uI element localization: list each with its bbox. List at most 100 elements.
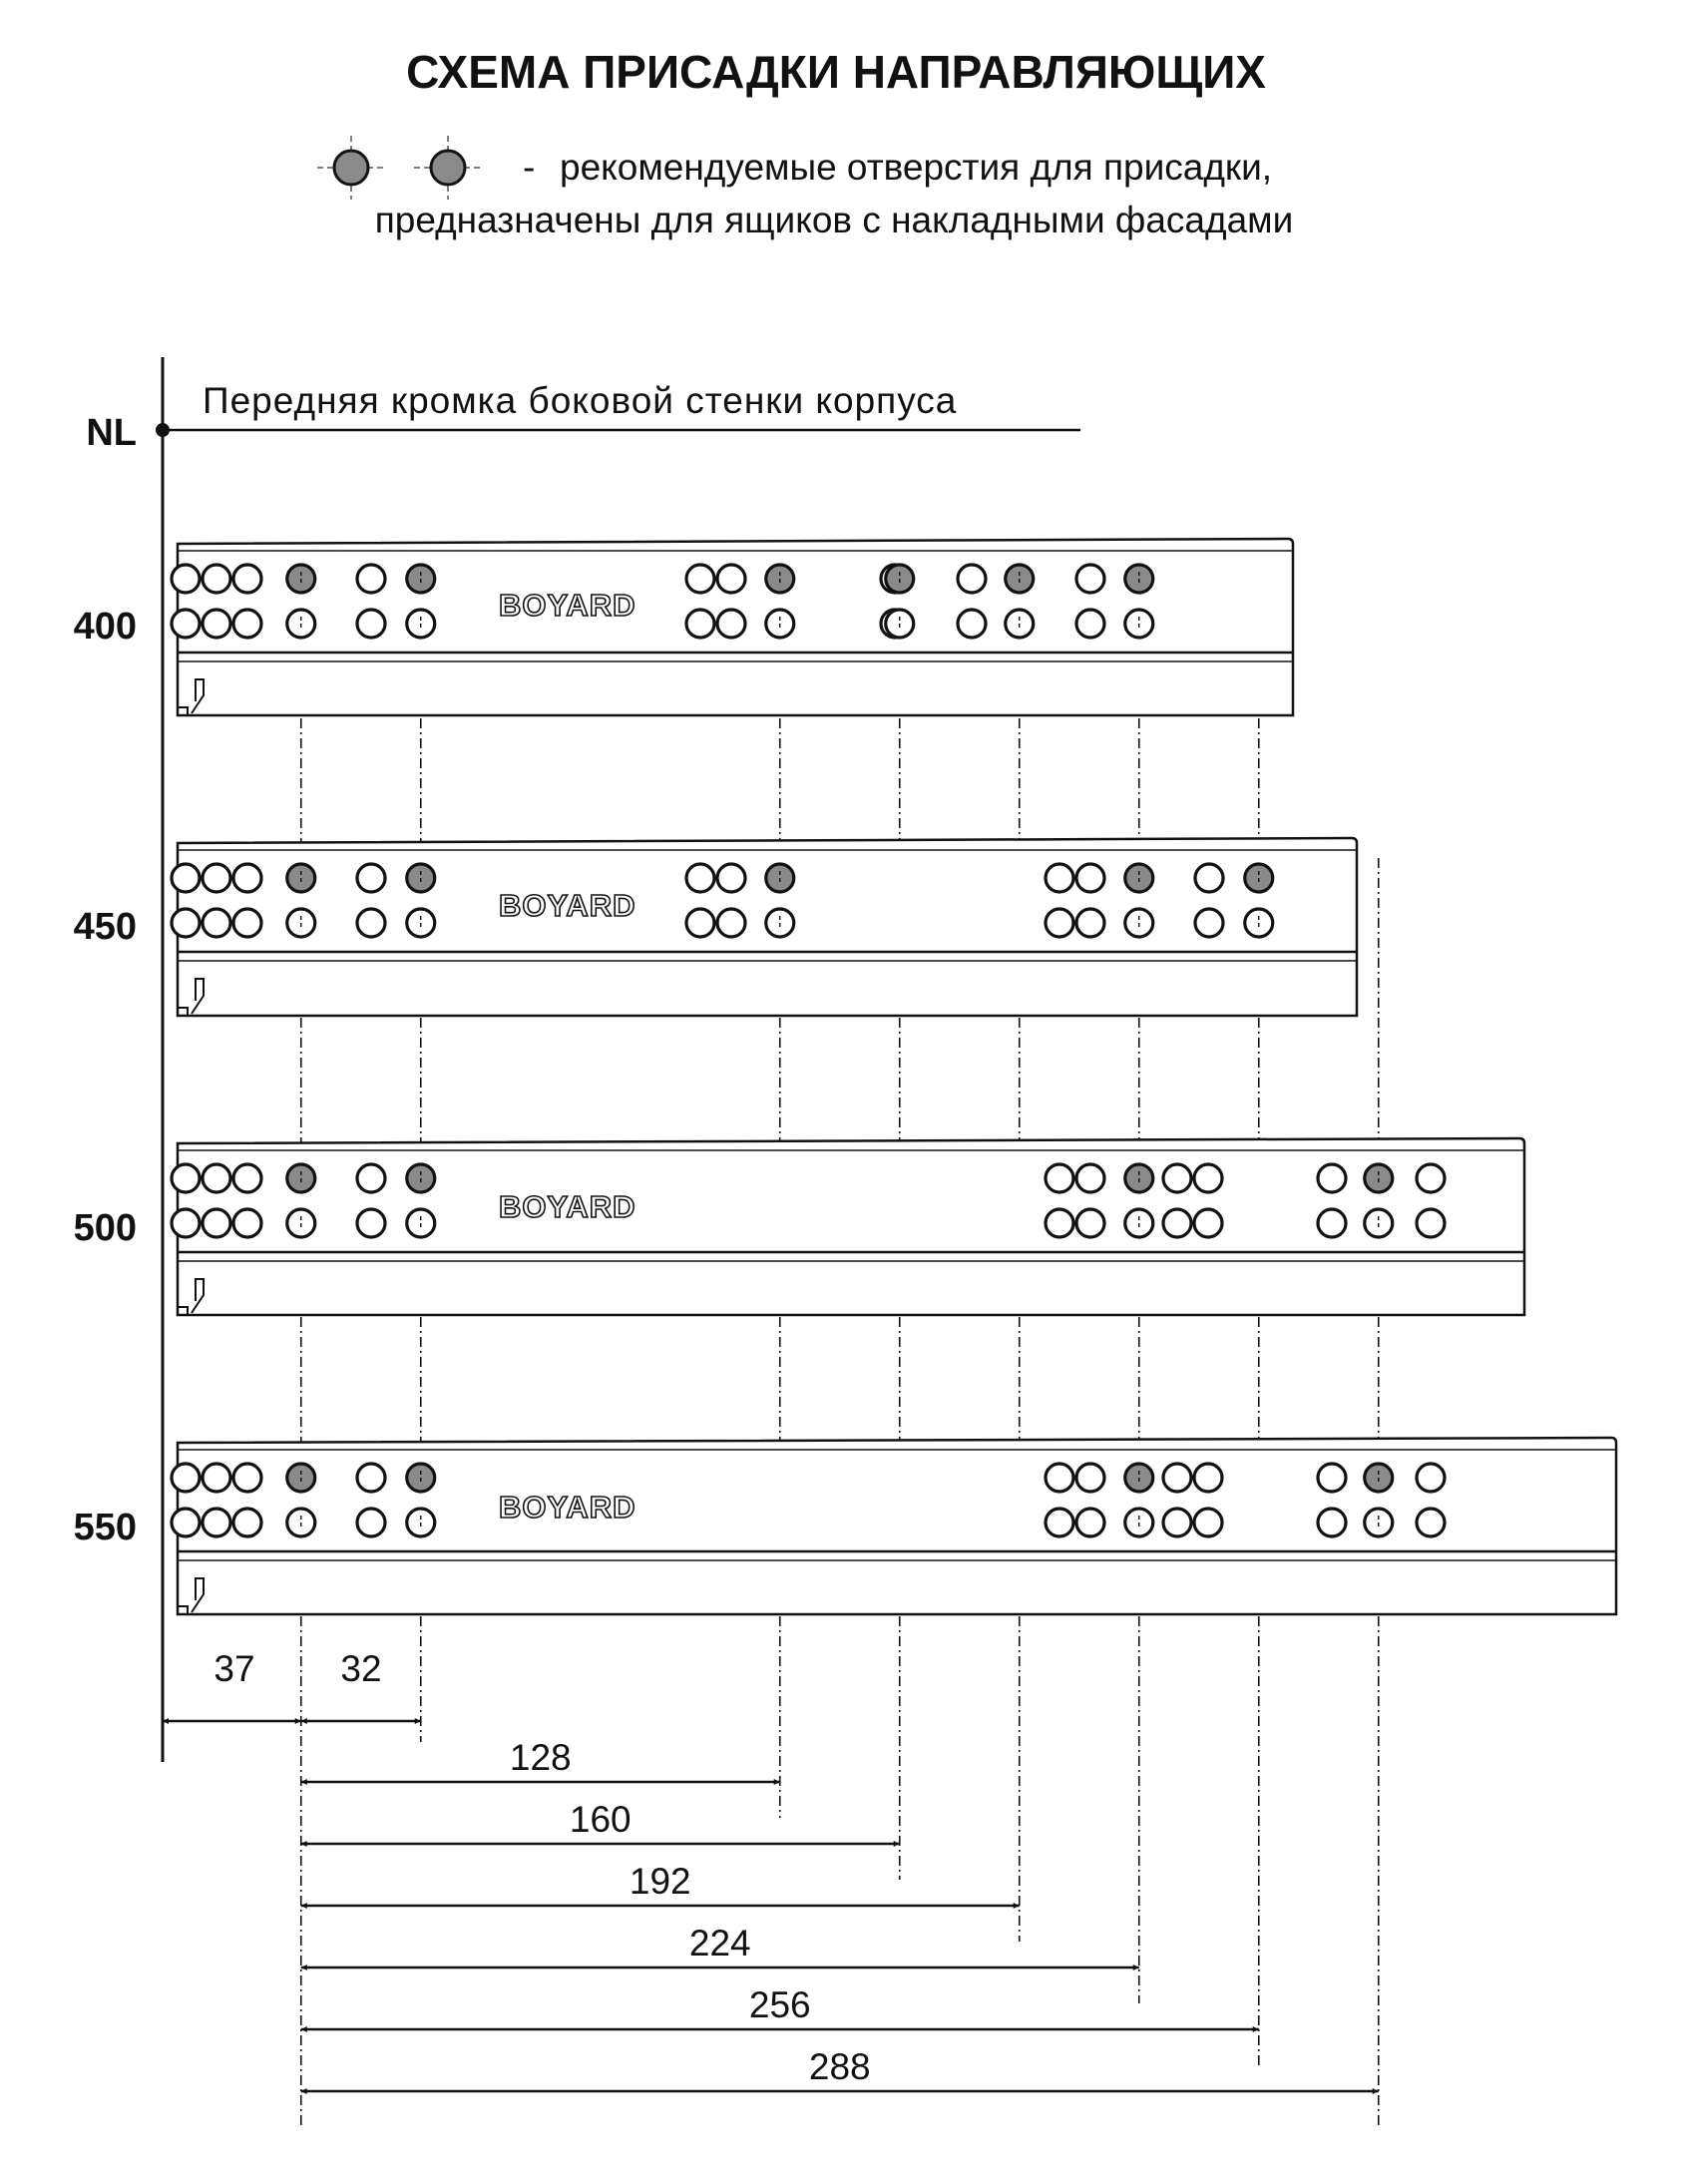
- boyard-logo: BOYARD: [499, 588, 636, 623]
- mounting-hole: [715, 907, 747, 939]
- mounting-hole: [1074, 563, 1106, 595]
- legend-dash: -: [523, 147, 535, 188]
- hole-guide-lines: [299, 559, 1380, 2129]
- rail-body: [170, 836, 1359, 1018]
- mounting-hole: [956, 563, 988, 595]
- mounting-hole: [231, 1207, 263, 1239]
- dimension-lines: 37 32 128 160 192 224 256 288: [163, 1648, 1379, 2094]
- mounting-hole: [1044, 1162, 1075, 1194]
- mounting-hole: [1192, 1507, 1224, 1538]
- page-title: СХЕМА ПРИСАДКИ НАПРАВЛЯЮЩИХ: [406, 46, 1266, 98]
- mounting-hole: [1415, 1507, 1447, 1538]
- mounting-hole: [1044, 907, 1075, 939]
- mounting-hole: [715, 608, 747, 640]
- rail-body: [170, 1136, 1526, 1317]
- rail-latch-hook: [178, 1577, 205, 1614]
- boyard-logo: BOYARD: [499, 1490, 636, 1525]
- rail-body: [170, 537, 1295, 717]
- mounting-hole: [1316, 1462, 1348, 1494]
- hole-circle: [332, 149, 370, 187]
- mounting-hole: [201, 563, 232, 595]
- mounting-hole: [1044, 1462, 1075, 1494]
- legend-line-1: рекомендуемые отверстия для присадки,: [560, 147, 1272, 188]
- mounting-hole: [1044, 1207, 1075, 1239]
- mounting-hole: [1074, 608, 1106, 640]
- mounting-hole: [684, 608, 716, 640]
- rail-550: 550 BOYARD: [74, 1436, 1618, 1616]
- mounting-hole: [201, 1507, 232, 1538]
- mounting-hole: [201, 608, 232, 640]
- mounting-hole: [355, 862, 387, 894]
- boyard-logo: BOYARD: [499, 888, 636, 923]
- rail-latch-hook: [178, 678, 205, 715]
- mounting-hole: [201, 907, 232, 939]
- reference-edge: NL Передняя кромка боковой стенки корпус…: [86, 357, 1080, 1762]
- rail-length-label: 500: [74, 1207, 137, 1249]
- mounting-hole: [1192, 1207, 1224, 1239]
- mounting-hole: [231, 1507, 263, 1538]
- grey-filled-hole-icon: [414, 136, 482, 200]
- mounting-hole: [170, 1507, 202, 1538]
- grey-filled-hole-icon: [317, 136, 482, 200]
- mounting-hole: [1074, 1162, 1106, 1194]
- mounting-hole: [355, 563, 387, 595]
- mounting-hole: [170, 1162, 202, 1194]
- mounting-hole: [170, 1462, 202, 1494]
- mounting-hole: [170, 608, 202, 640]
- dimension-label-224: 224: [689, 1923, 751, 1964]
- mounting-hole: [355, 1207, 387, 1239]
- mounting-hole: [684, 862, 716, 894]
- mounting-hole: [170, 907, 202, 939]
- mounting-hole: [1074, 1462, 1106, 1494]
- rail-body: [170, 1436, 1618, 1616]
- mounting-hole: [231, 1462, 263, 1494]
- dimension-label-288: 288: [809, 2046, 871, 2087]
- mounting-hole: [170, 563, 202, 595]
- dimension-label-192: 192: [630, 1861, 691, 1902]
- rail-450: 450 BOYARD: [74, 836, 1359, 1018]
- mounting-hole: [1193, 907, 1225, 939]
- mounting-hole: [355, 1162, 387, 1194]
- rail-400: 400 BOYARD: [74, 537, 1295, 717]
- mounting-hole: [1074, 907, 1106, 939]
- mounting-hole: [1161, 1162, 1193, 1194]
- mounting-hole: [1415, 1207, 1447, 1239]
- mounting-hole: [1316, 1207, 1348, 1239]
- mounting-hole: [1316, 1162, 1348, 1194]
- legend-line-2: предназначены для ящиков с накладными фа…: [375, 200, 1294, 240]
- mounting-hole: [355, 608, 387, 640]
- mounting-hole: [1415, 1162, 1447, 1194]
- mounting-hole: [1192, 1162, 1224, 1194]
- dimension-label-256: 256: [749, 1984, 811, 2025]
- mounting-hole: [1044, 1507, 1075, 1538]
- dimension-label-160: 160: [570, 1799, 632, 1840]
- dimension-label-37: 37: [213, 1648, 254, 1689]
- grey-filled-hole-icon: [317, 136, 385, 200]
- mounting-hole: [684, 907, 716, 939]
- rail-outline: [176, 1436, 1618, 1616]
- dimension-label-128: 128: [510, 1737, 572, 1778]
- rail-500: 500 BOYARD: [74, 1136, 1526, 1317]
- mounting-hole: [201, 1162, 232, 1194]
- hole-circle: [429, 149, 467, 187]
- mounting-hole: [231, 563, 263, 595]
- mounting-hole: [956, 608, 988, 640]
- mounting-hole: [715, 862, 747, 894]
- mounting-hole: [1192, 1462, 1224, 1494]
- mounting-hole: [684, 563, 716, 595]
- mounting-hole: [1161, 1207, 1193, 1239]
- mounting-hole: [1074, 1207, 1106, 1239]
- rail-length-label: 550: [74, 1507, 137, 1548]
- edge-label: Передняя кромка боковой стенки корпуса: [203, 380, 957, 421]
- mounting-hole: [201, 1462, 232, 1494]
- mounting-hole: [715, 563, 747, 595]
- mounting-hole: [355, 1462, 387, 1494]
- mounting-hole: [355, 907, 387, 939]
- mounting-hole: [231, 608, 263, 640]
- rail-length-label: 450: [74, 906, 137, 948]
- mounting-hole: [1161, 1507, 1193, 1538]
- mounting-hole: [231, 1162, 263, 1194]
- nl-point-marker: [156, 423, 170, 437]
- mounting-hole: [170, 862, 202, 894]
